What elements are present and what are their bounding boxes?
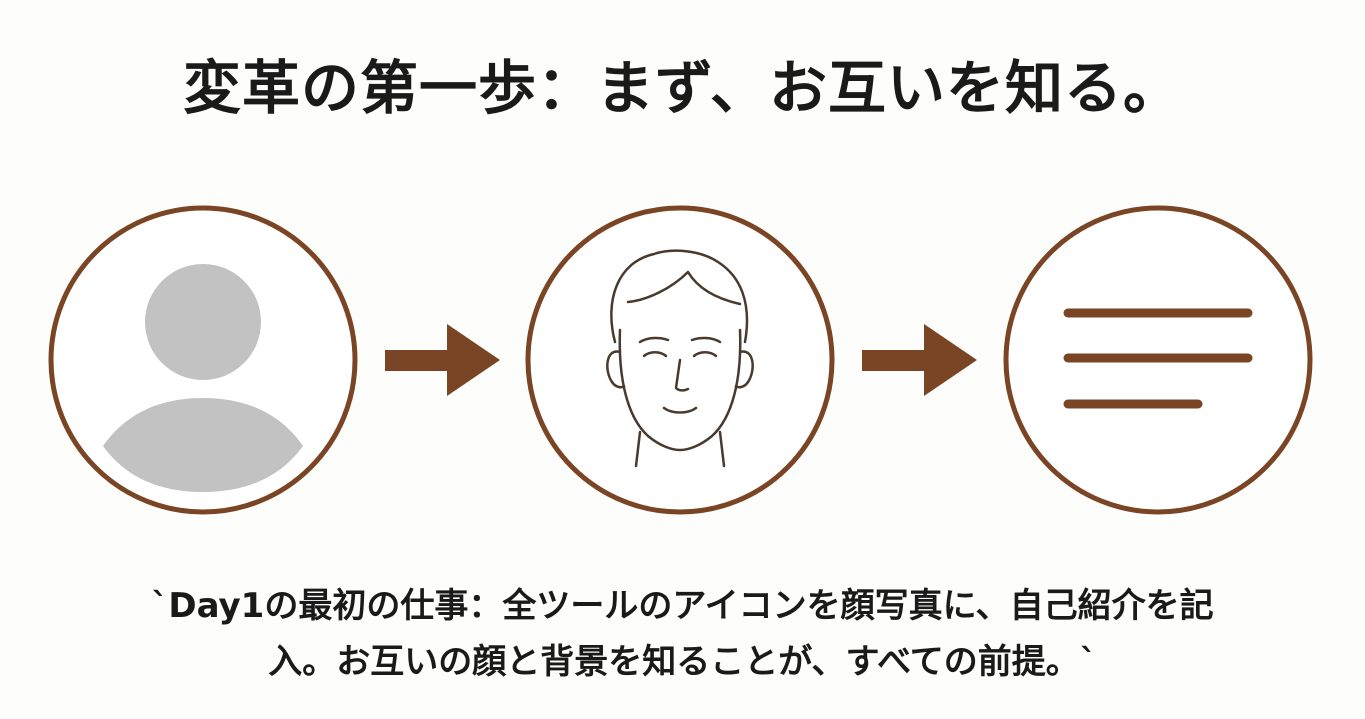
arrow-right-icon: [385, 324, 500, 396]
text-lines-icon: [1063, 308, 1253, 409]
arrow-right-icon: [862, 324, 977, 396]
page-title: 変革の第一歩：まず、お互いを知る。: [183, 54, 1182, 122]
caption-line-2: 入。お互いの顔と背景を知ることが、すべての前提。`: [268, 642, 1097, 682]
face-photo-icon: [606, 249, 754, 468]
step-text-lines: [1003, 205, 1313, 515]
default-avatar-icon: [103, 264, 303, 492]
step-default-avatar: [48, 205, 358, 515]
step-face-photo: [525, 205, 835, 515]
caption-line-1: `Day1の最初の仕事：全ツールのアイコンを顔写真に、自己紹介を記: [151, 586, 1214, 626]
caption: `Day1の最初の仕事：全ツールのアイコンを顔写真に、自己紹介を記 入。お互いの…: [40, 578, 1325, 690]
